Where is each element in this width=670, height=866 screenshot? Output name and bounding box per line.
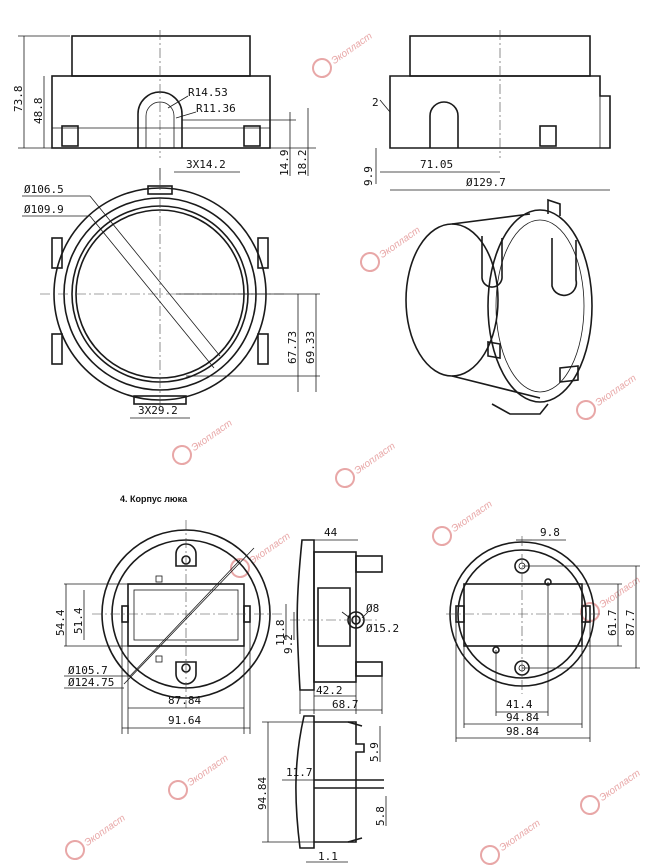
dim-ring-dia-outer: Ø109.9 (24, 203, 64, 216)
dim-bl-h1: 54.4 (54, 609, 67, 636)
watermark: Экопласт (65, 813, 128, 860)
dim-bp-h-total: 94.84 (256, 777, 269, 810)
dim-bp-h-top: 5.9 (368, 742, 381, 762)
bottom-mid-view: 44 Ø8 Ø15.2 11.8 9.2 42.2 68.7 (274, 526, 399, 714)
dim-small-gap: 2 (372, 96, 379, 109)
dim-bp-w-bottom: 1.1 (318, 850, 338, 863)
top-front-view: 73.8 48.8 R14.53 R11.36 14.9 18.2 (12, 30, 316, 176)
svg-text:Экопласт: Экопласт (83, 813, 128, 849)
svg-text:Экопласт: Экопласт (248, 531, 293, 567)
dim-br-h1: 61.7 (606, 610, 619, 637)
svg-text:Экопласт: Экопласт (498, 818, 543, 854)
dim-bl-w2: 91.64 (168, 714, 201, 727)
dim-bp-h-bot: 5.8 (374, 806, 387, 826)
watermark: Экопласт (230, 531, 293, 578)
bottom-profile-view: 94.84 11.7 5.9 5.8 1.1 (256, 715, 387, 863)
dim-bm-dia-small: Ø8 (366, 602, 379, 615)
watermark: Экопласт (432, 499, 495, 546)
bottom-right-view: 9.8 61.7 87.7 41.4 94.84 98.84 (446, 526, 640, 742)
svg-text:Экопласт: Экопласт (186, 753, 231, 789)
dim-bm-w1: 42.2 (316, 684, 343, 697)
svg-text:Экопласт: Экопласт (378, 225, 423, 261)
watermark: Экопласт (168, 753, 231, 800)
dim-bl-dia2: Ø124.75 (68, 676, 114, 689)
watermark: Экопласт (360, 225, 423, 272)
dim-ring-h2: 69.33 (304, 331, 317, 364)
dim-bm-h1: 11.8 (274, 620, 287, 647)
watermark: Экопласт (172, 418, 235, 465)
dim-slot-top: 3X14.2 (186, 158, 226, 171)
top-iso-view (405, 198, 593, 415)
dim-bm-w-top: 44 (324, 526, 338, 539)
dim-slot-bottom: 3X29.2 (138, 404, 178, 417)
dim-br-w1: 41.4 (506, 698, 533, 711)
svg-text:Экопласт: Экопласт (330, 31, 375, 67)
dim-height-body: 48.8 (32, 98, 45, 125)
dim-br-h2: 87.7 (624, 610, 637, 637)
section-title: 4. Корпус люка (120, 494, 188, 504)
dim-br-w3: 98.84 (506, 725, 539, 738)
watermark: Экопласт (480, 818, 543, 865)
dim-radius-inner: R11.36 (196, 102, 236, 115)
dim-bm-dia-big: Ø15.2 (366, 622, 399, 635)
dim-d1: 14.9 (278, 150, 291, 177)
svg-text:Экопласт: Экопласт (450, 499, 495, 535)
dim-height-total: 73.8 (12, 86, 25, 113)
watermark: Экопласт (580, 768, 643, 815)
dim-br-w2: 94.84 (506, 711, 539, 724)
dim-side-w1: 71.05 (420, 158, 453, 171)
dim-bl-w1: 87.84 (168, 694, 201, 707)
top-side-view: 2 9.9 71.05 Ø129.7 (362, 30, 611, 191)
svg-text:Экопласт: Экопласт (353, 441, 398, 477)
svg-text:Экопласт: Экопласт (598, 768, 643, 804)
dim-side-h: 9.9 (362, 166, 375, 186)
dim-bl-dia1: Ø105.7 (68, 664, 108, 677)
watermark: Экопласт (576, 373, 639, 420)
dim-bl-h2: 51.4 (72, 607, 85, 634)
svg-text:Экопласт: Экопласт (594, 373, 639, 409)
dim-ring-h1: 67.73 (286, 331, 299, 364)
top-ring-view: 3X14.2 Ø106.5 Ø109.9 67.73 69.33 3X29.2 (22, 158, 320, 419)
dim-d2: 18.2 (296, 150, 309, 177)
bottom-left-view: 54.4 51.4 Ø105.7 Ø124.75 87.84 91.64 (54, 520, 282, 734)
watermark: Экопласт (312, 31, 375, 78)
watermarks: Экопласт Экопласт Экопласт Экопласт Экоп… (65, 31, 643, 865)
dim-radius-outer: R14.53 (188, 86, 228, 99)
dim-ring-dia-inner: Ø106.5 (24, 183, 64, 196)
watermark: Экопласт (335, 441, 398, 488)
dim-bp-offset: 11.7 (286, 766, 313, 779)
dim-side-dia: Ø129.7 (466, 176, 506, 189)
dim-bm-h2: 9.2 (282, 634, 295, 654)
svg-text:Экопласт: Экопласт (190, 418, 235, 454)
dim-bm-w2: 68.7 (332, 698, 359, 711)
dim-br-w-top: 9.8 (540, 526, 560, 539)
